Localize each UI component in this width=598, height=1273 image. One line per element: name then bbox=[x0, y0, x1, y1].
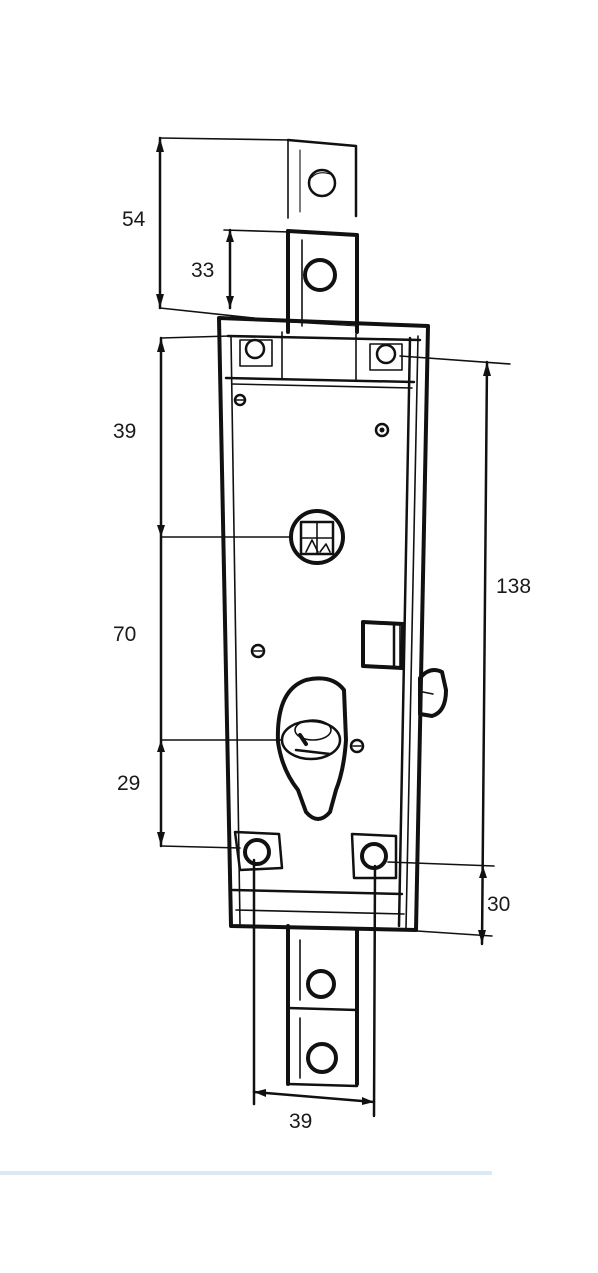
face-screw-top-right bbox=[374, 422, 390, 438]
dimension-33-line bbox=[223, 228, 291, 310]
bottom-bolt-hole-lower bbox=[306, 1042, 338, 1074]
euro-cylinder bbox=[275, 676, 348, 821]
bottom-bolt-hole-upper bbox=[306, 969, 336, 999]
top-right-mount-hole bbox=[369, 343, 403, 371]
face-screw-middle bbox=[250, 643, 266, 659]
label-dimension-54: 54 bbox=[122, 208, 146, 231]
dimension-54-line bbox=[156, 136, 291, 323]
top-bolt-hole-lower bbox=[303, 258, 337, 292]
label-dimension-30: 30 bbox=[487, 893, 510, 916]
bottom-bolt bbox=[286, 924, 359, 1088]
face-screw-lower bbox=[349, 738, 365, 754]
label-dimension-39-bottom: 39 bbox=[289, 1110, 312, 1133]
dimension-30-line bbox=[387, 861, 495, 878]
dimension-138-line bbox=[399, 355, 511, 946]
label-dimension-70: 70 bbox=[113, 623, 136, 646]
label-dimension-138: 138 bbox=[496, 575, 531, 598]
top-left-mount-hole bbox=[239, 338, 273, 367]
left-dimension-line bbox=[157, 335, 293, 849]
dimension-39-bottom-line bbox=[252, 858, 377, 1118]
face-screw-top-left bbox=[233, 393, 247, 407]
side-latch-knob bbox=[418, 668, 448, 718]
label-dimension-33: 33 bbox=[191, 259, 214, 282]
bottom-left-mount-hole bbox=[233, 830, 284, 872]
label-dimension-29: 29 bbox=[117, 772, 140, 795]
top-bolt-hole-upper bbox=[307, 168, 337, 198]
latch-slot bbox=[361, 620, 405, 670]
top-bolt-lower bbox=[286, 229, 359, 334]
scan-stripe bbox=[0, 1171, 492, 1175]
lock-case bbox=[217, 316, 430, 932]
spindle-follower bbox=[289, 509, 345, 565]
top-bolt-upper bbox=[286, 138, 358, 219]
label-dimension-39-upper: 39 bbox=[113, 420, 136, 443]
